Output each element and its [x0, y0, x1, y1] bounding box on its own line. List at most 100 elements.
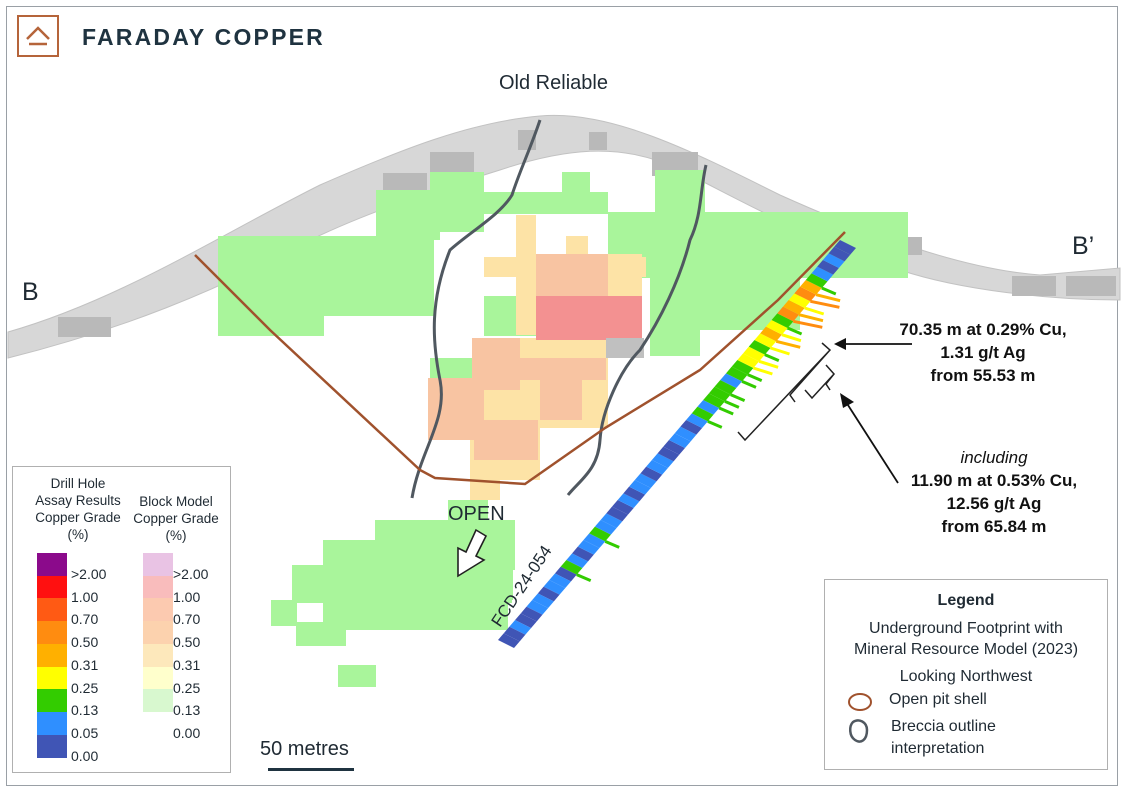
block-grade-title: Block Model Copper Grade (%) [125, 493, 227, 544]
block-grade-tick-label: 0.50 [173, 634, 201, 651]
drill-grade-tick-label: >2.00 [71, 566, 107, 582]
assay-segment [566, 553, 589, 568]
drill-grade-swatch [37, 621, 67, 645]
block-grade-tick-label: 0.70 [173, 611, 201, 628]
open-pit-shell [194, 231, 846, 486]
assay-segment [577, 540, 600, 555]
assay-grade-bar [821, 286, 837, 296]
assay-segment [520, 606, 543, 622]
assay-segment [788, 293, 811, 308]
intercept-sub-line1: 11.90 m at 0.53% Cu, [910, 471, 1078, 490]
drill-title-line: Assay Results [35, 493, 121, 508]
drill-grade-swatch [37, 598, 67, 622]
intercept-sub-line2: 12.56 g/t Ag [946, 494, 1042, 513]
assay-segment [811, 266, 834, 282]
assay-grade-bar [804, 306, 825, 316]
intercept-sub-callout: including 11.90 m at 0.53% Cu, 12.56 g/t… [886, 446, 1102, 538]
figure-frame [6, 6, 1118, 786]
drill-title-line: (%) [67, 527, 89, 542]
assay-segment [515, 613, 537, 628]
breccia-outline-west [410, 119, 542, 499]
assay-segment [771, 313, 794, 328]
assay-grade-bar [764, 353, 780, 363]
assay-segment [737, 353, 760, 368]
drill-grade-swatch [37, 575, 67, 599]
drill-hole-trace [498, 240, 856, 648]
assay-segment [805, 273, 828, 288]
block-grade-swatch [143, 711, 173, 736]
block-grade-tick-label: 0.13 [173, 702, 201, 719]
block-grade-swatch [143, 643, 173, 667]
drill-grade-swatch [37, 689, 67, 713]
assay-segment [680, 420, 703, 435]
assay-segment [606, 506, 628, 522]
drill-grade-tick-label: 1.00 [71, 588, 99, 605]
assay-segment [697, 400, 720, 415]
block-grade-swatch [143, 621, 173, 645]
breccia-outline-icon [849, 719, 869, 743]
block-grade-tick-label: 0.31 [173, 656, 201, 673]
assay-segment [572, 546, 594, 562]
block-model-low-grade [218, 170, 908, 687]
assay-segment [731, 360, 754, 375]
drill-grade-swatch [37, 643, 67, 667]
intercept-main-line1: 70.35 m at 0.29% Cu, [899, 320, 1067, 339]
drill-grade-title: Drill Hole Assay Results Copper Grade (%… [17, 475, 139, 543]
assay-grade-bar [770, 346, 790, 356]
callout-arrowhead-sub [840, 393, 854, 408]
assay-segment [651, 453, 674, 468]
assay-segment [714, 380, 737, 395]
block-title-line: Copper Grade [133, 511, 219, 526]
assay-segment [617, 493, 640, 508]
assay-segment [560, 560, 583, 575]
assay-grade-bar [752, 366, 773, 376]
assay-segment [800, 280, 822, 295]
intercept-main-line2: 1.31 g/t Ag [940, 343, 1026, 362]
assay-segment [720, 373, 742, 388]
block-grade-swatch [143, 689, 173, 713]
map-legend: Legend Underground Footprint with Minera… [824, 579, 1108, 770]
zone-name: Old Reliable [499, 72, 608, 94]
assay-grade-bar [781, 333, 802, 343]
assay-segment [503, 626, 526, 642]
legend-desc-line1: Underground Footprint with [869, 620, 1063, 637]
intercept-bracket-sub [804, 364, 836, 400]
block-grade-swatch [143, 553, 173, 577]
assay-segment [532, 593, 554, 608]
assay-segment [526, 600, 549, 615]
assay-segment [783, 300, 805, 315]
assay-segment [794, 286, 817, 302]
assay-segment [629, 480, 651, 495]
assay-grade-bar [604, 539, 620, 549]
assay-grade-bar [707, 419, 723, 429]
assay-grade-bar [758, 359, 779, 369]
callout-arrow-sub [845, 401, 899, 484]
assay-segment [726, 366, 748, 382]
drill-title-line: Copper Grade [35, 510, 121, 525]
assay-grade-bar [792, 319, 823, 329]
assay-segment [703, 393, 725, 408]
legend-desc-line2: Mineral Resource Model (2023) [853, 641, 1079, 658]
drill-grade-tick-label: 0.31 [71, 656, 99, 673]
assay-segment [663, 440, 685, 455]
assay-grade-bar [815, 293, 841, 303]
assay-grade-bar [798, 313, 824, 323]
assay-grade-bar [724, 399, 740, 409]
drill-grade-swatch [37, 711, 67, 736]
intercept-sub-line3: from 65.84 m [941, 517, 1047, 536]
scale-label: 50 metres [260, 738, 349, 760]
block-grade-swatch [143, 666, 173, 690]
section-end-right: B’ [1072, 232, 1095, 260]
block-title-line: (%) [165, 528, 187, 543]
section-end-left: B [22, 278, 39, 306]
assay-grade-bar [718, 406, 734, 416]
assay-grade-bar [775, 339, 801, 349]
assay-grade-bar [747, 373, 763, 383]
block-grade-swatch [143, 575, 173, 599]
assay-segment [634, 473, 657, 488]
assay-segment [760, 326, 782, 342]
legend-title: Legend [937, 592, 995, 609]
open-label: OPEN [448, 503, 505, 525]
intercept-main-callout: 70.35 m at 0.29% Cu, 1.31 g/t Ag from 55… [868, 318, 1098, 387]
